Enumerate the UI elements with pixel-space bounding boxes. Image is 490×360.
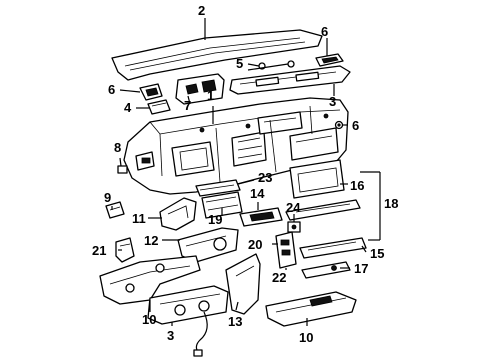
callout-11: 11 (132, 211, 146, 226)
callout-9: 9 (104, 190, 111, 205)
callout-labels: 2 6 5 6 4 7 1 3 6 8 23 16 18 9 11 19 14 … (92, 3, 398, 345)
callout-24: 24 (286, 200, 301, 215)
part-6-vent-left (139, 83, 163, 101)
callout-8: 8 (114, 140, 121, 155)
part-17-clip (301, 261, 351, 279)
part-14-switch-assembly (239, 207, 283, 227)
callout-20: 20 (248, 237, 262, 252)
part-10-lower-panel-right (265, 291, 357, 327)
callout-2: 2 (198, 3, 205, 18)
part-12-knee-bolster (177, 227, 239, 263)
callout-21: 21 (92, 243, 106, 258)
part-6-vent-upper (315, 53, 344, 67)
part-8-clip (117, 165, 128, 174)
callout-16: 16 (350, 178, 364, 193)
callout-22: 22 (272, 270, 286, 285)
part-6-clip-right (334, 120, 344, 130)
part-19-housing (201, 191, 243, 219)
part-18-compartment-bracket (285, 199, 361, 221)
callout-19: 19 (208, 212, 222, 227)
part-10-lower-panel-left (99, 255, 201, 305)
part-3-cluster-lower (147, 285, 229, 357)
callout-1: 1 (207, 88, 214, 103)
callout-15: 15 (370, 246, 384, 261)
part-13-side-panel (225, 253, 261, 315)
part-11-bracket (159, 197, 197, 231)
callout-3-lower: 3 (167, 328, 174, 343)
callout-4: 4 (124, 100, 132, 115)
callout-7: 7 (184, 98, 191, 113)
part-15-lower-trim (299, 237, 367, 259)
part-20-switch-panel (275, 231, 297, 269)
leader-lines (111, 18, 381, 326)
callout-5: 5 (236, 56, 243, 71)
part-9-bracket (105, 201, 125, 219)
part-21-bracket (115, 237, 135, 263)
callout-17: 17 (354, 261, 368, 276)
part-3-trim-panel-upper (229, 65, 351, 95)
callout-10-right: 10 (299, 330, 313, 345)
part-16-compartment-door (289, 159, 345, 199)
callout-10-left: 10 (142, 312, 156, 327)
callout-3-upper: 3 (329, 94, 336, 109)
callout-23: 23 (258, 170, 272, 185)
callout-14: 14 (250, 186, 265, 201)
callout-18: 18 (384, 196, 398, 211)
callout-13: 13 (228, 314, 242, 329)
part-24-switch (287, 221, 301, 233)
callout-12: 12 (144, 233, 158, 248)
part-2-dash-pad (111, 29, 323, 81)
callout-6-right: 6 (352, 118, 359, 133)
part-4-vent (147, 99, 171, 115)
part-23-module (195, 179, 241, 197)
callout-6-left: 6 (108, 82, 115, 97)
callout-6-top-right: 6 (321, 24, 328, 39)
